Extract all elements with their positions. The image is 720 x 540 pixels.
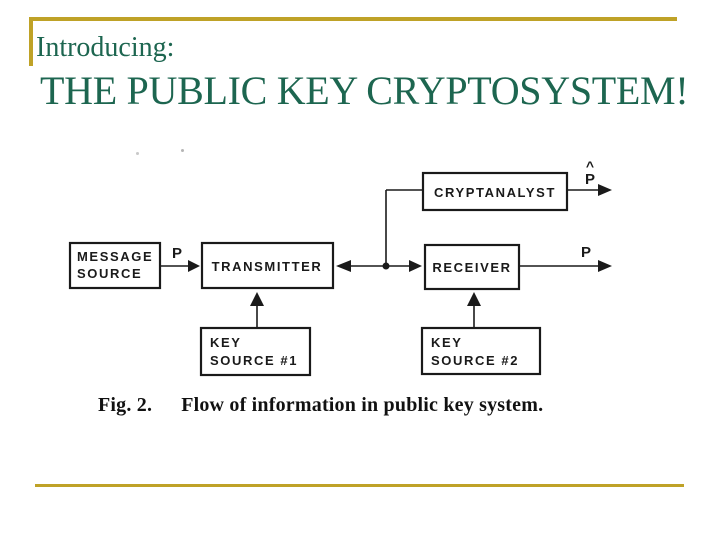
arrowhead-key2-up	[467, 292, 481, 306]
key-source-2-label: SOURCE #2	[431, 353, 519, 368]
arrowhead-into-transmitter-right	[336, 260, 351, 272]
key-source-1-label: SOURCE #1	[210, 353, 298, 368]
scan-noise-mark	[136, 152, 139, 155]
receiver-label: RECEIVER	[432, 260, 511, 275]
figure-caption: Fig. 2. Flow of information in public key…	[98, 394, 543, 417]
slide-title: THE PUBLIC KEY CRYPTOSYSTEM!	[40, 68, 689, 113]
plaintext-in-label: P	[172, 245, 182, 262]
figure-caption-text: Flow of information in public key system…	[181, 394, 544, 416]
cryptanalyst-box	[421, 171, 569, 212]
figure-number: Fig. 2.	[98, 394, 153, 416]
cryptanalyst-label: CRYPTANALYST	[434, 185, 556, 200]
bottom-accent-line	[35, 484, 684, 487]
receiver-box	[423, 243, 521, 291]
left-accent-bar	[29, 17, 33, 66]
key-source-2-label: KEY	[431, 335, 463, 350]
message-source-box	[68, 241, 162, 290]
message-source-label: SOURCE	[77, 266, 142, 281]
transmitter-box	[200, 241, 335, 290]
arrowhead-key1-up	[250, 292, 264, 306]
p-hat-accent: ^	[586, 158, 594, 174]
arrowhead-into-transmitter-left	[188, 260, 200, 272]
scan-noise-mark	[181, 149, 184, 152]
key-source-1-label: KEY	[210, 335, 242, 350]
top-accent-line	[30, 17, 677, 21]
key-source-2-box	[420, 326, 542, 376]
plaintext-out-label: P	[581, 244, 591, 261]
transmitter-label: TRANSMITTER	[212, 259, 323, 274]
slide-subtitle: Introducing:	[36, 32, 175, 63]
message-source-label: MESSAGE	[77, 249, 153, 264]
arrowhead-into-receiver	[409, 260, 422, 272]
arrowhead-receiver-output	[598, 260, 612, 272]
key-source-1-box	[199, 326, 312, 377]
p-hat-label: P	[585, 171, 595, 188]
arrowhead-cryptanalyst-output	[598, 184, 612, 196]
